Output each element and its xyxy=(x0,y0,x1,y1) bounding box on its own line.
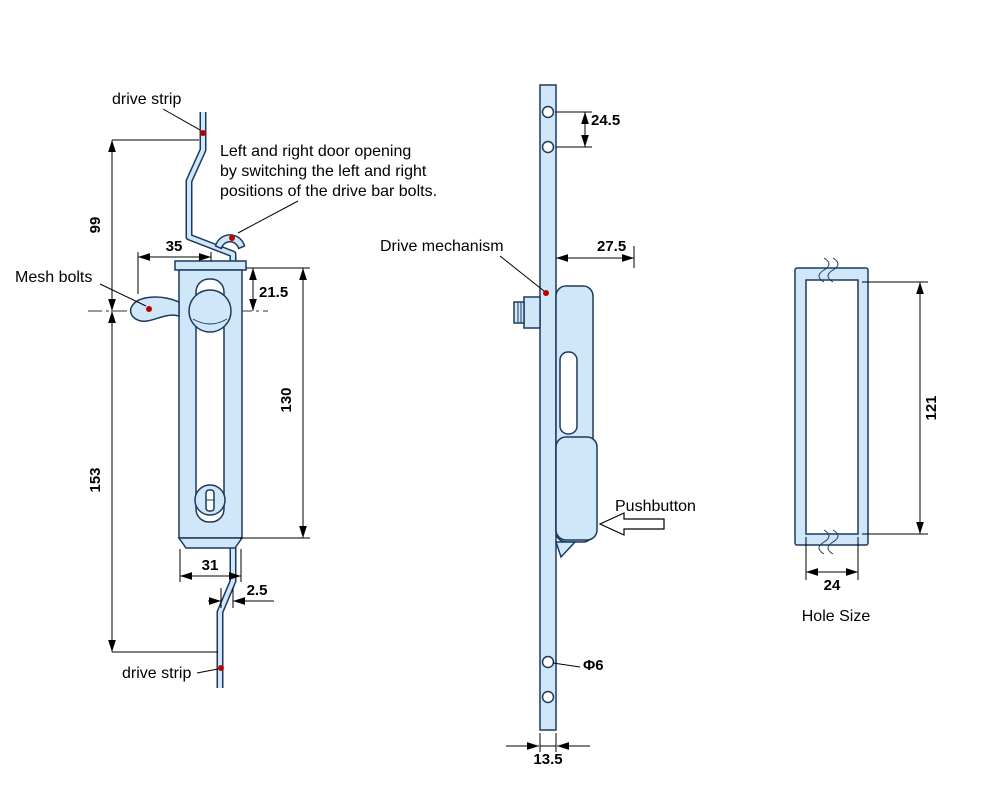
leader-dot xyxy=(146,306,152,312)
dim-35: 35 xyxy=(137,238,212,294)
knob-circle xyxy=(188,289,232,333)
dim-35-value: 35 xyxy=(166,238,183,255)
leader-dot xyxy=(218,665,224,671)
label-drive-strip-bottom: drive strip xyxy=(122,665,219,682)
dim-153-value: 153 xyxy=(87,467,104,492)
mesh-bolts-label: Mesh bolts xyxy=(15,269,92,286)
dim-99-value: 99 xyxy=(87,217,104,234)
front-view: drive strip drive strip Mesh bolts Left … xyxy=(15,91,437,688)
pushbutton-housing xyxy=(555,436,598,541)
drive-strip-top-label: drive strip xyxy=(112,91,181,108)
drive-strip-bottom-label: drive strip xyxy=(122,665,191,682)
drive-mechanism-label: Drive mechanism xyxy=(380,238,504,255)
dim-2-5: 2.5 xyxy=(208,582,274,608)
dim-13-5: 13.5 xyxy=(506,733,590,768)
pushbutton-arrow-icon xyxy=(598,512,665,536)
break-marks xyxy=(818,257,839,555)
note-line-3: positions of the drive bar bolts. xyxy=(220,183,437,200)
dim-21-5: 21.5 xyxy=(246,267,288,311)
dim-27-5: 27.5 xyxy=(556,238,635,268)
dim-99: 99 xyxy=(87,139,199,311)
dim-phi6-value: Φ6 xyxy=(583,657,604,674)
dim-130: 130 xyxy=(240,267,310,539)
dim-21-5-value: 21.5 xyxy=(259,284,288,301)
mounting-holes xyxy=(541,105,555,704)
dim-24-5: 24.5 xyxy=(556,111,620,148)
dim-121-value: 121 xyxy=(923,395,940,420)
cutout-hole xyxy=(805,279,859,535)
dim-130-value: 130 xyxy=(278,387,295,412)
dim-24: 24 xyxy=(805,537,859,594)
dim-121: 121 xyxy=(862,281,940,535)
knob-detail xyxy=(192,318,228,325)
dim-2-5-value: 2.5 xyxy=(247,582,268,599)
leader-dot xyxy=(200,130,206,136)
dim-phi6: Φ6 xyxy=(552,657,604,674)
drive-mechanism-knob xyxy=(513,290,549,329)
dim-27-5-value: 27.5 xyxy=(597,238,626,255)
drive-strip-bottom xyxy=(216,546,237,688)
body-slot xyxy=(195,278,225,523)
dim-31-value: 31 xyxy=(202,557,219,574)
body-bottom-cap xyxy=(177,537,244,549)
dim-24-value: 24 xyxy=(824,577,841,594)
hole-size-title: Hole Size xyxy=(802,608,871,625)
latch-tab xyxy=(554,541,577,559)
drive-strip-top xyxy=(185,112,237,266)
dim-24-5-value: 24.5 xyxy=(591,112,620,129)
lock-body-side xyxy=(554,285,598,559)
label-drive-strip-top: drive strip xyxy=(112,91,201,131)
dim-13-5-value: 13.5 xyxy=(533,751,562,768)
pushbutton-label: Pushbutton xyxy=(615,498,696,515)
leader-dot xyxy=(543,290,549,296)
side-slot xyxy=(559,351,578,435)
note-door-opening: Left and right door opening by switching… xyxy=(220,143,437,234)
note-line-2: by switching the left and right xyxy=(220,163,427,180)
label-mesh-bolts: Mesh bolts xyxy=(15,269,147,307)
label-drive-mechanism: Drive mechanism xyxy=(380,238,545,292)
leader-dot xyxy=(229,235,235,241)
hole-size-view: 121 24 Hole Size xyxy=(794,257,940,625)
drive-bar-bolt-clip xyxy=(214,234,246,250)
label-pushbutton: Pushbutton xyxy=(598,498,696,536)
body-top-cap xyxy=(174,260,247,271)
mesh-bolt-hook xyxy=(129,296,180,323)
note-line-1: Left and right door opening xyxy=(220,143,411,160)
lock-body-front xyxy=(129,260,247,549)
dim-153: 153 xyxy=(87,311,218,653)
drive-bar xyxy=(539,84,557,731)
dim-31: 31 xyxy=(179,549,242,582)
side-view: Drive mechanism Pushbutton 24.5 27.5 Φ6 xyxy=(380,84,696,768)
